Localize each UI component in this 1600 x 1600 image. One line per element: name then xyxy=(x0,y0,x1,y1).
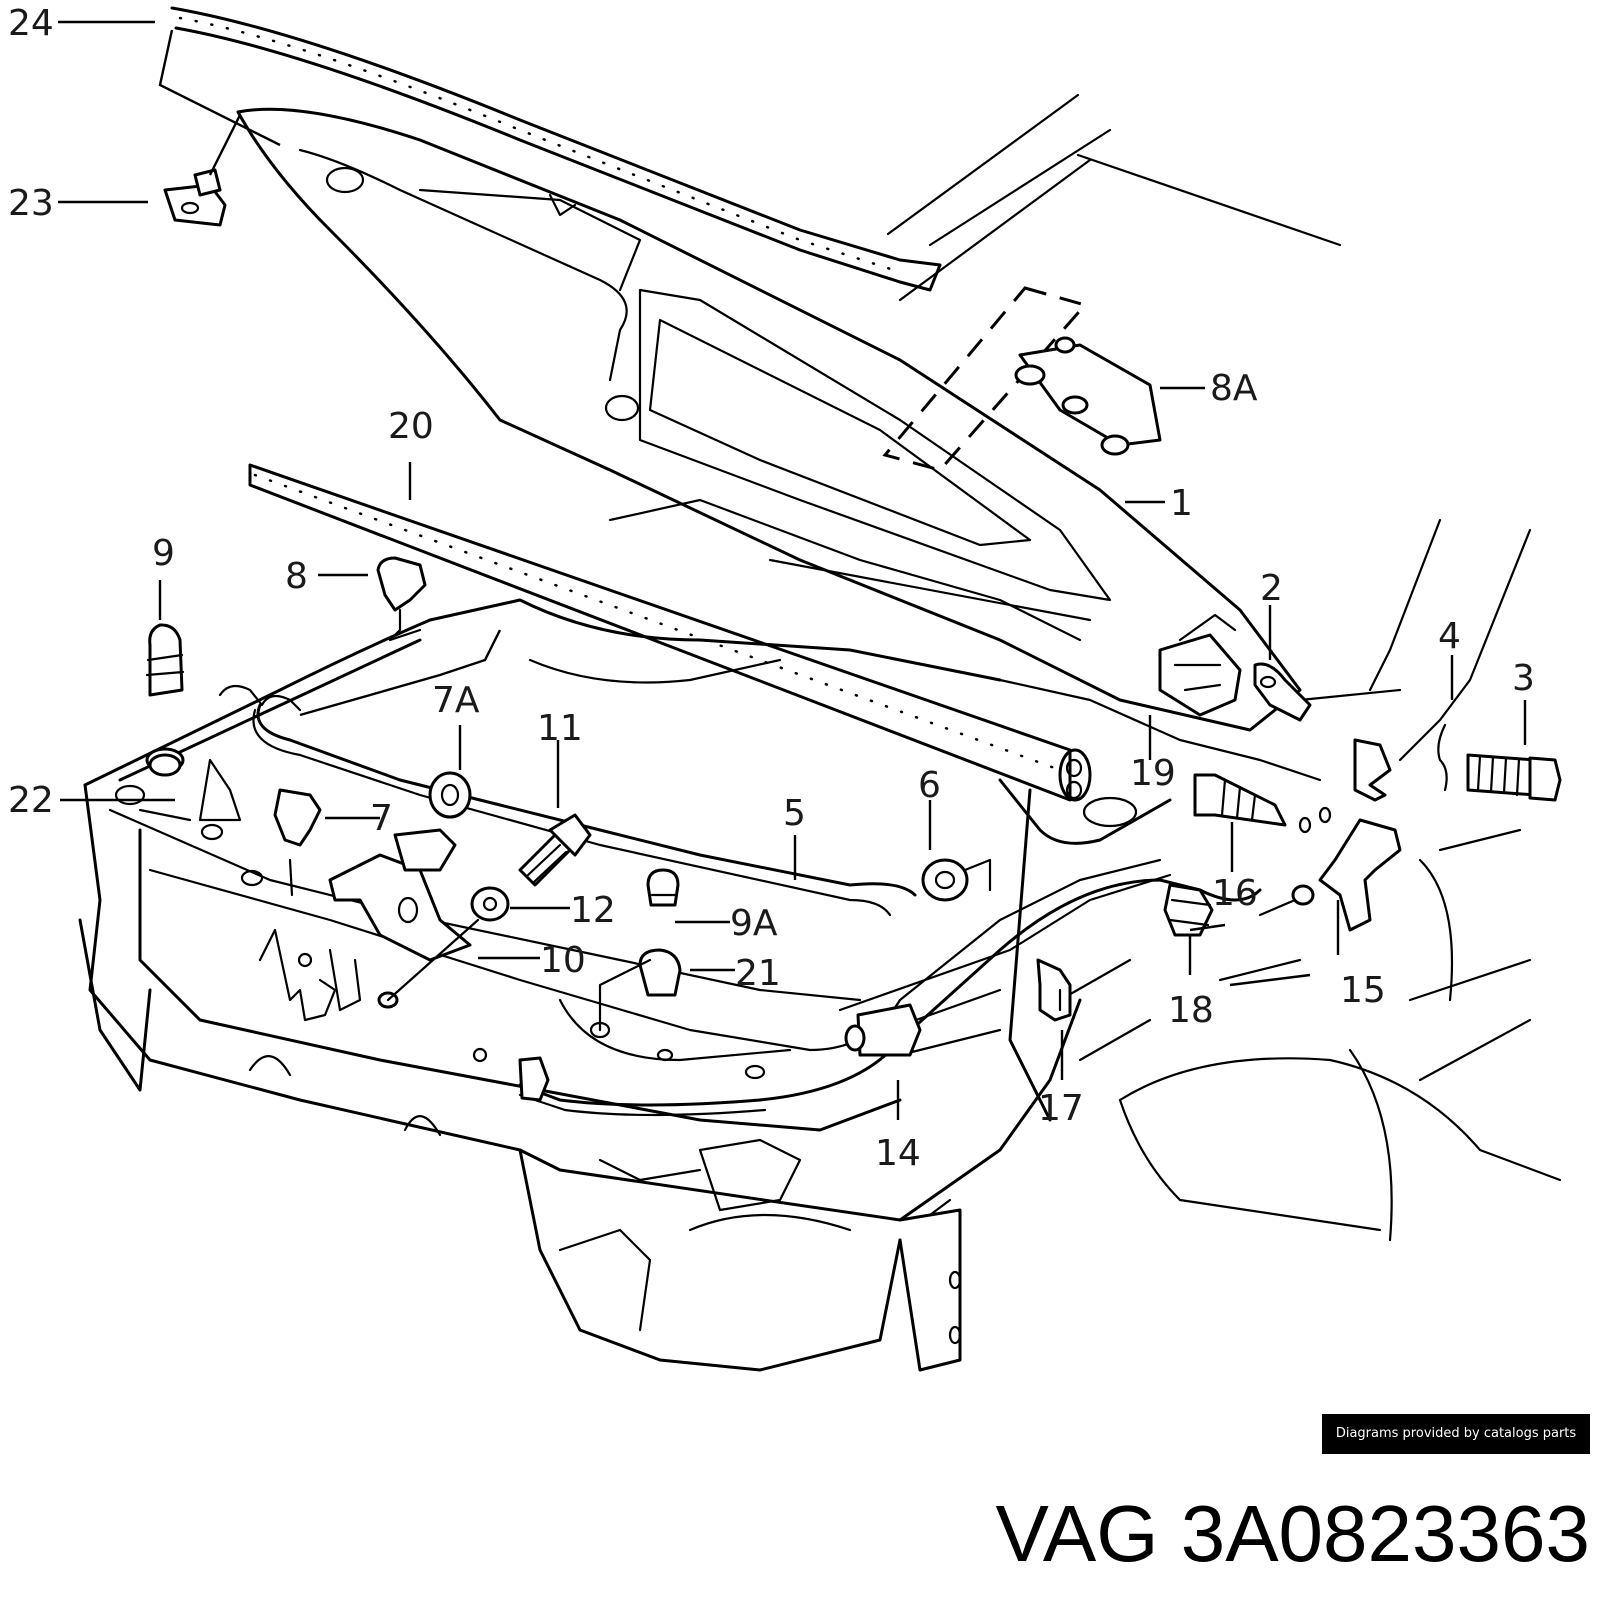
callout-12: 12 xyxy=(570,890,616,931)
callout-16: 16 xyxy=(1212,873,1258,914)
callout-20: 20 xyxy=(388,406,434,447)
body-outline-right xyxy=(886,93,1562,1242)
callout-15: 15 xyxy=(1340,970,1386,1011)
callout-5: 5 xyxy=(783,793,806,834)
callout-11: 11 xyxy=(537,708,583,749)
callout-8: 8 xyxy=(285,556,308,597)
callout-18: 18 xyxy=(1168,990,1214,1031)
part-23-clip xyxy=(163,168,227,227)
part-3-bolt xyxy=(1466,753,1562,802)
callout-4: 4 xyxy=(1438,616,1461,657)
part-9-buffer xyxy=(145,623,185,773)
callout-9: 9 xyxy=(152,533,175,574)
part-17-clip xyxy=(1036,958,1072,1022)
part-11-bolt xyxy=(518,813,592,887)
callout-14: 14 xyxy=(875,1133,921,1174)
front-body-frame xyxy=(78,598,1322,1372)
callout-7A: 7A xyxy=(432,680,480,721)
callout-24: 24 xyxy=(8,3,54,44)
part-7A-grommet xyxy=(428,771,472,819)
credit-banner: Diagrams provided by catalogs parts xyxy=(1322,1414,1590,1454)
callout-23: 23 xyxy=(8,183,54,224)
part-6-grommet xyxy=(921,858,992,902)
part-number: VAG 3A0823363 xyxy=(995,1489,1590,1578)
callout-10: 10 xyxy=(540,940,586,981)
callout-labels: 24 23 8A 20 1 9 8 2 4 3 7A 11 19 22 7 6 … xyxy=(8,3,1535,1174)
part-21-clamp xyxy=(589,948,682,1062)
callout-9A: 9A xyxy=(730,903,778,944)
leader-lines xyxy=(58,20,1527,1120)
hood-panel xyxy=(236,107,1302,732)
part-15-lever xyxy=(1258,818,1402,932)
part-8A-striker xyxy=(1014,336,1162,456)
release-cable-line xyxy=(256,703,917,897)
callout-1: 1 xyxy=(1170,483,1193,524)
part-16-bolt xyxy=(1193,773,1332,834)
callout-2: 2 xyxy=(1260,568,1283,609)
hood-rear-seal xyxy=(170,6,942,292)
callout-22: 22 xyxy=(8,780,54,821)
part-9A-plug xyxy=(646,868,680,907)
part-7-clip xyxy=(273,788,322,897)
bracket-outline-8A xyxy=(882,286,1088,472)
hood-front-seal xyxy=(248,463,1092,802)
callout-7: 7 xyxy=(370,798,393,839)
part-14-cable-end xyxy=(518,1003,922,1102)
part-12-washer xyxy=(470,886,510,922)
callout-21: 21 xyxy=(735,953,781,994)
part-18-cable-guide xyxy=(1163,883,1214,937)
part-19-hinge xyxy=(1158,613,1242,717)
part-10-lock xyxy=(328,828,480,1009)
part-2-hinge-arm xyxy=(1253,662,1392,802)
part-8-clip xyxy=(376,556,427,642)
callout-19: 19 xyxy=(1130,753,1176,794)
part-22-pad xyxy=(148,753,182,777)
callout-17: 17 xyxy=(1038,1088,1084,1129)
callout-6: 6 xyxy=(918,765,941,806)
callout-3: 3 xyxy=(1512,658,1535,699)
part-4-ring xyxy=(1437,723,1448,792)
callout-8A: 8A xyxy=(1210,368,1258,409)
